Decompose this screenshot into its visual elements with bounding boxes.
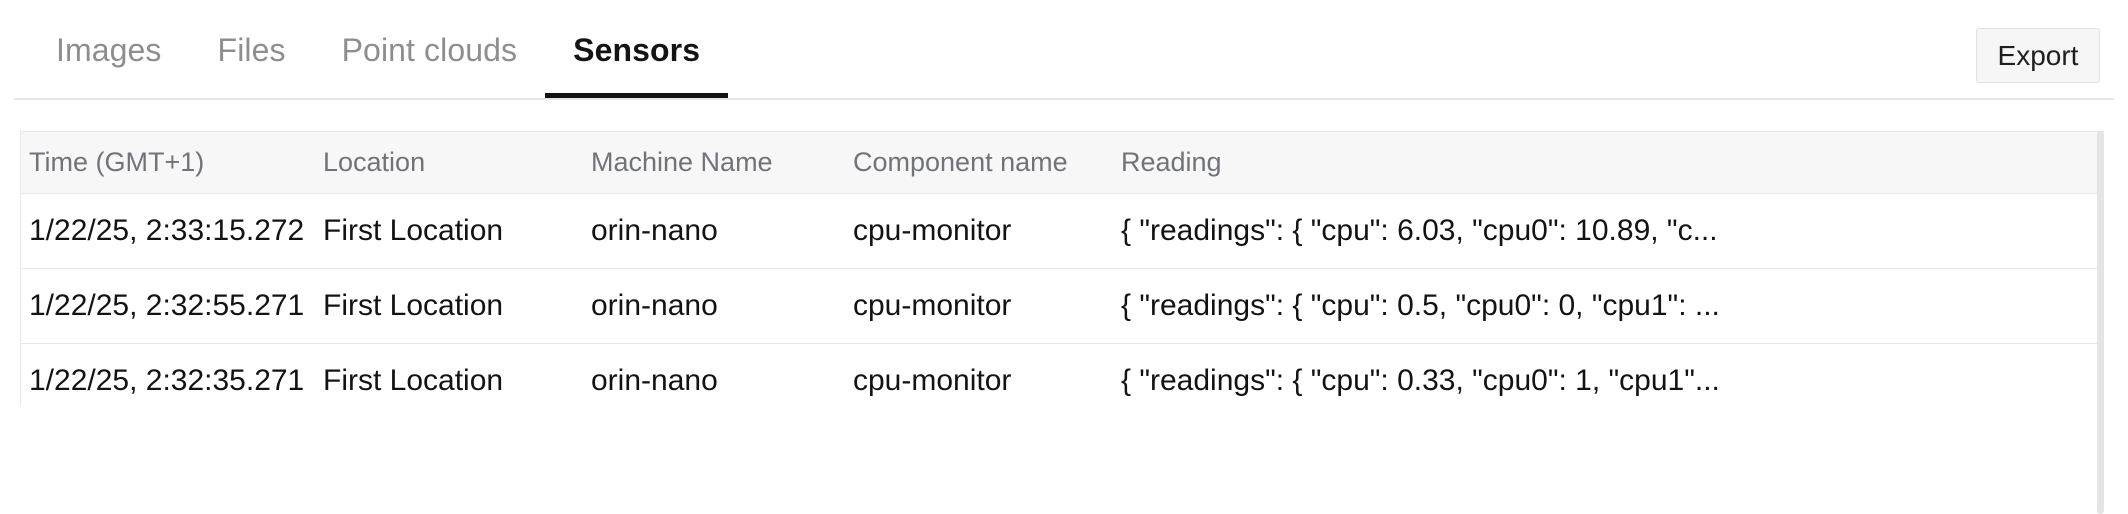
cell-time-value: 1/22/25, 2:33:15.272 PM: [29, 214, 315, 247]
tab-sensors-label: Sensors: [573, 31, 701, 68]
sensors-table: Time (GMT+1) Location Machine Name Compo…: [20, 131, 2104, 406]
tab-images-label: Images: [56, 31, 162, 68]
cell-location: First Location: [315, 343, 583, 406]
tab-images[interactable]: Images: [28, 0, 190, 100]
cell-reading-value: { "readings": { "cpu": 6.03, "cpu0": 10.…: [1121, 214, 1718, 247]
table-row[interactable]: 1/22/25, 2:33:15.272 PM First Location o…: [20, 193, 2104, 269]
column-header-reading[interactable]: Reading: [1113, 131, 2104, 194]
cell-time: 1/22/25, 2:32:35.271 PM: [20, 343, 315, 406]
cell-machine: orin-nano: [583, 268, 845, 344]
cell-component-value: cpu-monitor: [853, 364, 1012, 397]
cell-component-value: cpu-monitor: [853, 289, 1012, 322]
tab-point-clouds-label: Point clouds: [341, 31, 518, 68]
tab-files[interactable]: Files: [190, 0, 314, 100]
cell-time-value: 1/22/25, 2:32:55.271 PM: [29, 289, 315, 322]
vertical-scrollbar[interactable]: [2097, 131, 2104, 514]
cell-location-value: First Location: [323, 364, 504, 397]
tab-point-clouds[interactable]: Point clouds: [314, 0, 546, 100]
export-button[interactable]: Export: [1976, 28, 2100, 83]
table-header: Time (GMT+1) Location Machine Name Compo…: [20, 131, 2104, 194]
tab-bar: Images Files Point clouds Sensors: [0, 0, 2128, 104]
tab-bar-divider: [14, 98, 2114, 100]
column-header-location[interactable]: Location: [315, 131, 583, 194]
cell-component-value: cpu-monitor: [853, 214, 1012, 247]
cell-component: cpu-monitor: [845, 193, 1113, 269]
tab-list: Images Files Point clouds Sensors: [28, 0, 729, 100]
cell-location-value: First Location: [323, 289, 504, 322]
cell-machine: orin-nano: [583, 193, 845, 269]
sensors-table-container: Time (GMT+1) Location Machine Name Compo…: [20, 131, 2104, 406]
vertical-scrollbar-thumb[interactable]: [2097, 131, 2104, 514]
cell-reading: { "readings": { "cpu": 0.5, "cpu0": 0, "…: [1113, 268, 2104, 344]
column-header-machine-name-label: Machine Name: [591, 147, 773, 177]
export-button-label: Export: [1997, 39, 2079, 71]
column-header-component-name-label: Component name: [853, 147, 1068, 177]
table-row[interactable]: 1/22/25, 2:32:35.271 PM First Location o…: [20, 343, 2104, 406]
cell-machine-value: orin-nano: [591, 214, 718, 247]
cell-location: First Location: [315, 268, 583, 344]
column-header-machine-name[interactable]: Machine Name: [583, 131, 845, 194]
cell-reading-value: { "readings": { "cpu": 0.5, "cpu0": 0, "…: [1121, 289, 1720, 322]
column-header-reading-label: Reading: [1121, 147, 1222, 177]
cell-reading-value: { "readings": { "cpu": 0.33, "cpu0": 1, …: [1121, 364, 1720, 397]
cell-time: 1/22/25, 2:32:55.271 PM: [20, 268, 315, 344]
cell-component: cpu-monitor: [845, 343, 1113, 406]
tab-sensors[interactable]: Sensors: [545, 0, 729, 100]
cell-reading: { "readings": { "cpu": 6.03, "cpu0": 10.…: [1113, 193, 2104, 269]
column-header-time-label: Time (GMT+1): [29, 147, 205, 177]
column-header-time[interactable]: Time (GMT+1): [20, 131, 315, 194]
cell-machine-value: orin-nano: [591, 289, 718, 322]
cell-location-value: First Location: [323, 214, 504, 247]
cell-component: cpu-monitor: [845, 268, 1113, 344]
cell-machine-value: orin-nano: [591, 364, 718, 397]
cell-time: 1/22/25, 2:33:15.272 PM: [20, 193, 315, 269]
table-row[interactable]: 1/22/25, 2:32:55.271 PM First Location o…: [20, 268, 2104, 344]
cell-time-value: 1/22/25, 2:32:35.271 PM: [29, 364, 315, 397]
column-header-location-label: Location: [323, 147, 426, 177]
column-header-component-name[interactable]: Component name: [845, 131, 1113, 194]
tab-files-label: Files: [217, 31, 286, 68]
table-body: 1/22/25, 2:33:15.272 PM First Location o…: [20, 193, 2104, 406]
table-header-row: Time (GMT+1) Location Machine Name Compo…: [20, 131, 2104, 194]
cell-location: First Location: [315, 193, 583, 269]
cell-machine: orin-nano: [583, 343, 845, 406]
cell-reading: { "readings": { "cpu": 0.33, "cpu0": 1, …: [1113, 343, 2104, 406]
